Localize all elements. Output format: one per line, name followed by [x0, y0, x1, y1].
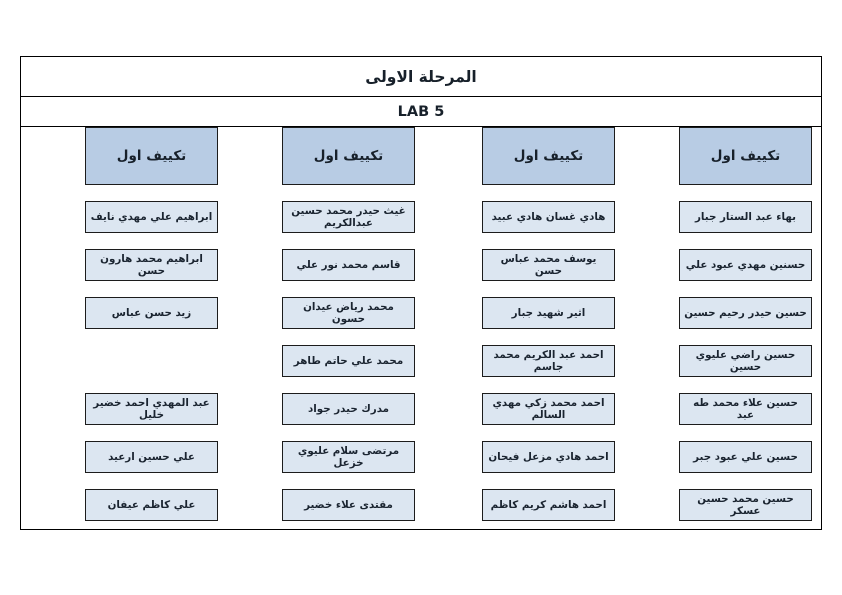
student-name: احمد هادي مزعل فيحان	[488, 450, 609, 463]
student-name: محمد رياض عيدان حسون	[303, 300, 394, 325]
table-lab-row: LAB 5	[21, 97, 821, 127]
student-name: اثير شهيد جبار	[511, 306, 586, 319]
group-header-1: تكييف اول	[679, 127, 812, 185]
student-cell[interactable]: بهاء عبد الستار جبار	[679, 201, 812, 233]
student-name: حسين حيدر رحيم حسين	[684, 306, 807, 319]
student-name: محمد علي حاتم طاهر	[293, 354, 404, 367]
group-column-1: تكييف اول بهاء عبد الستار جبار حسنين مهد…	[621, 127, 821, 527]
student-cell[interactable]: مرتضى سلام عليوي خزعل	[282, 441, 415, 473]
student-name: حسنين مهدي عبود علي	[685, 258, 806, 271]
student-cell[interactable]: ابراهيم محمد هارون حسن	[85, 249, 218, 281]
page-title: المرحلة الاولى	[365, 67, 477, 86]
group-column-4: تكييف اول ابراهيم علي مهدي نايف ابراهيم …	[21, 127, 221, 527]
student-cell[interactable]: زيد حسن عباس	[85, 297, 218, 329]
student-cell[interactable]: مدرك حيدر جواد	[282, 393, 415, 425]
student-cell[interactable]: هادي غسان هادي عبيد	[482, 201, 615, 233]
student-name: احمد هاشم كريم كاظم	[490, 498, 607, 511]
student-cell[interactable]: قاسم محمد نور علي	[282, 249, 415, 281]
student-name: حسين علاء محمد طه عبد	[693, 396, 798, 421]
student-name: مقتدى علاء خضير	[304, 498, 393, 511]
student-cell-empty	[85, 345, 218, 377]
student-cell[interactable]: احمد هادي مزعل فيحان	[482, 441, 615, 473]
student-name: قاسم محمد نور علي	[296, 258, 401, 271]
student-name: ابراهيم محمد هارون حسن	[100, 252, 203, 277]
student-cell[interactable]: اثير شهيد جبار	[482, 297, 615, 329]
columns-container: تكييف اول بهاء عبد الستار جبار حسنين مهد…	[21, 127, 821, 527]
group-header-2: تكييف اول	[482, 127, 615, 185]
student-cell[interactable]: علي حسين ارعيد	[85, 441, 218, 473]
student-name: علي كاظم عيفان	[107, 498, 196, 511]
student-cell[interactable]: محمد علي حاتم طاهر	[282, 345, 415, 377]
student-cell[interactable]: احمد عبد الكريم محمد جاسم	[482, 345, 615, 377]
student-name: حسين علي عبود جبر	[693, 450, 798, 463]
student-cell[interactable]: احمد محمد زكي مهدي السالم	[482, 393, 615, 425]
student-name: غيث حيدر محمد حسين عبدالكريم	[291, 204, 406, 229]
student-name: مرتضى سلام عليوي خزعل	[297, 444, 400, 469]
group-header-3: تكييف اول	[282, 127, 415, 185]
lab-label: LAB 5	[397, 103, 445, 120]
student-cell[interactable]: مقتدى علاء خضير	[282, 489, 415, 521]
group-header-label: تكييف اول	[313, 148, 384, 164]
student-name: زيد حسن عباس	[111, 306, 192, 319]
student-name: احمد عبد الكريم محمد جاسم	[493, 348, 604, 373]
student-name: حسين محمد حسين عسكر	[697, 492, 794, 517]
student-cell[interactable]: حسنين مهدي عبود علي	[679, 249, 812, 281]
table-body: تكييف اول بهاء عبد الستار جبار حسنين مهد…	[21, 127, 821, 527]
student-cell[interactable]: حسين علاء محمد طه عبد	[679, 393, 812, 425]
student-cell[interactable]: يوسف محمد عباس حسن	[482, 249, 615, 281]
group-header-label: تكييف اول	[710, 148, 781, 164]
group-column-3: تكييف اول غيث حيدر محمد حسين عبدالكريم ق…	[221, 127, 421, 527]
student-name: يوسف محمد عباس حسن	[500, 252, 597, 277]
student-name: عبد المهدي احمد خضير خليل	[93, 396, 210, 421]
student-cell[interactable]: حسين حيدر رحيم حسين	[679, 297, 812, 329]
student-cell[interactable]: حسين علي عبود جبر	[679, 441, 812, 473]
student-name: مدرك حيدر جواد	[307, 402, 390, 415]
student-cell[interactable]: احمد هاشم كريم كاظم	[482, 489, 615, 521]
student-cell[interactable]: غيث حيدر محمد حسين عبدالكريم	[282, 201, 415, 233]
student-cell[interactable]: محمد رياض عيدان حسون	[282, 297, 415, 329]
student-name: هادي غسان هادي عبيد	[491, 210, 606, 223]
group-header-4: تكييف اول	[85, 127, 218, 185]
student-assignment-table: المرحلة الاولى LAB 5 تكييف اول بهاء عبد …	[20, 56, 822, 530]
student-name: بهاء عبد الستار جبار	[694, 210, 797, 223]
student-cell[interactable]: حسين راضي عليوي حسين	[679, 345, 812, 377]
table-title-row: المرحلة الاولى	[21, 57, 821, 97]
group-header-label: تكييف اول	[116, 148, 187, 164]
group-column-2: تكييف اول هادي غسان هادي عبيد يوسف محمد …	[421, 127, 621, 527]
student-name: حسين راضي عليوي حسين	[695, 348, 796, 373]
student-cell[interactable]: ابراهيم علي مهدي نايف	[85, 201, 218, 233]
student-name: ابراهيم علي مهدي نايف	[90, 210, 213, 223]
student-cell[interactable]: حسين محمد حسين عسكر	[679, 489, 812, 521]
group-header-label: تكييف اول	[513, 148, 584, 164]
student-cell[interactable]: عبد المهدي احمد خضير خليل	[85, 393, 218, 425]
student-name: احمد محمد زكي مهدي السالم	[492, 396, 605, 421]
student-cell[interactable]: علي كاظم عيفان	[85, 489, 218, 521]
student-name: علي حسين ارعيد	[108, 450, 195, 463]
